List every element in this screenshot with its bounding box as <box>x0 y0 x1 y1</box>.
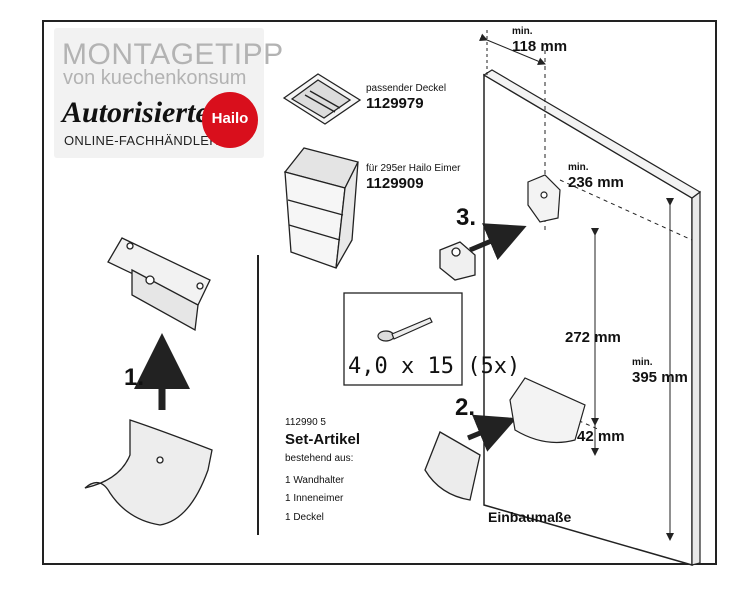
inner-bin-illustration <box>283 147 359 269</box>
bin-code: 1129909 <box>366 175 424 192</box>
dim-top-width: 118 mm <box>512 38 568 55</box>
bin-caption: für 295er Hailo Eimer <box>366 163 461 174</box>
cabinet-panel <box>482 69 702 566</box>
logo-title: MONTAGETIPP <box>62 38 284 71</box>
step-1-label: 1. <box>124 364 145 391</box>
mounting-plate-illustration <box>439 241 476 281</box>
step-3-label: 3. <box>456 204 477 231</box>
set-subtitle: bestehend aus: <box>285 453 354 464</box>
step-2-label: 2. <box>455 394 476 421</box>
screw-box <box>343 292 463 386</box>
bin-holder-illustration <box>84 419 213 526</box>
mounted-holder-illustration <box>509 377 586 444</box>
dim-total-height: 395 mm <box>632 369 688 386</box>
dim-lower-offset: 42 mm <box>577 428 625 445</box>
logo-dealer: ONLINE-FACHHÄNDLER <box>64 133 219 148</box>
logo-subtitle: von kuechenkonsum <box>63 67 247 89</box>
holder-step-2-illustration <box>424 431 481 501</box>
dim-bracket-offset: 236 mm <box>568 174 624 191</box>
logo-authorized: Autorisierter <box>62 96 221 129</box>
mounted-plate-illustration <box>527 174 561 223</box>
dimension-lines <box>479 30 693 541</box>
set-item: 1 Wandhalter <box>285 475 345 486</box>
dim-min-label: min. <box>568 162 589 173</box>
dim-spacing: 272 mm <box>565 329 621 346</box>
set-title: Set-Artikel <box>285 431 361 448</box>
screw-illustration <box>377 317 433 342</box>
set-item: 1 Inneneimer <box>285 493 344 504</box>
hailo-logo-badge <box>202 92 258 148</box>
arrow-step-3 <box>469 223 527 261</box>
lid-caption: passender Deckel <box>366 83 447 94</box>
lid-product-illustration <box>282 73 362 125</box>
lid-code: 1129979 <box>366 95 424 112</box>
arrow-step-2 <box>467 414 517 452</box>
section-title: Einbaumaße <box>488 509 572 525</box>
set-item: 1 Deckel <box>285 512 324 523</box>
set-number: 112990 5 <box>285 417 326 428</box>
dim-min-label: min. <box>632 357 653 368</box>
hailo-logo-text: Hailo <box>211 110 249 127</box>
dim-min-label: min. <box>512 26 533 37</box>
wall-bracket-illustration <box>107 237 211 332</box>
screw-label: 4,0 x 15 (5x) <box>348 354 521 379</box>
